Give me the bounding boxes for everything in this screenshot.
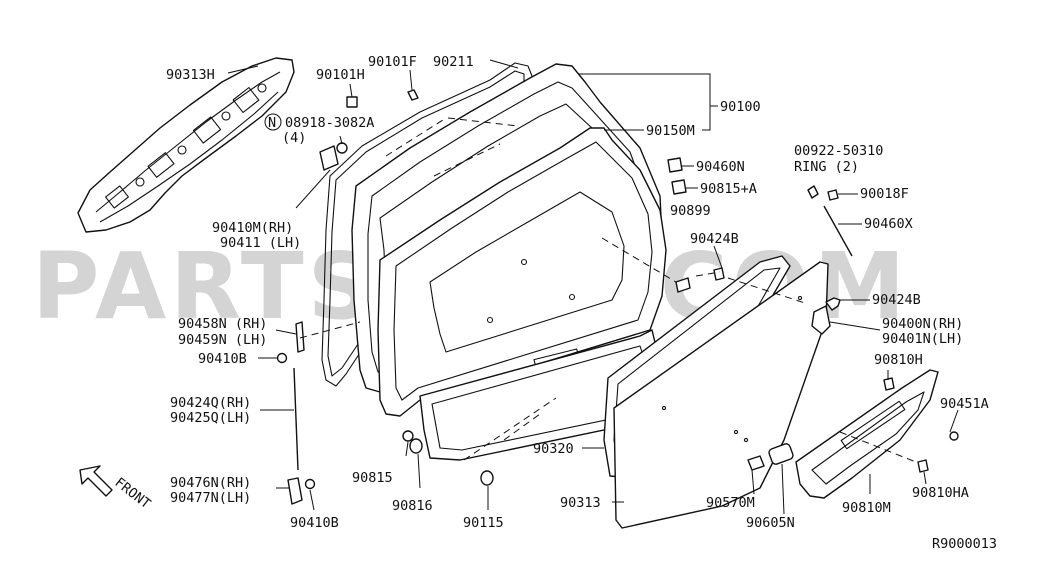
label-90100: 90100 — [720, 99, 761, 115]
bumper-90815-part — [402, 430, 414, 442]
label-90401N: 90401N(LH) — [882, 331, 963, 347]
stay-90424Q-part — [293, 367, 299, 471]
cap-90816-part — [409, 438, 423, 454]
front-label: FRONT — [112, 475, 154, 513]
bumper-90460N-part — [667, 157, 683, 173]
front-arrow-icon — [79, 465, 113, 497]
reference-code: R9000013 — [932, 536, 997, 552]
label-90411: 90411 (LH) — [220, 235, 301, 251]
bumper-90424B-top-part — [713, 267, 725, 281]
label-90211: 90211 — [433, 54, 474, 70]
label-90018F: 90018F — [860, 186, 909, 202]
label-90313H: 90313H — [166, 67, 215, 83]
label-90410B-top: 90410B — [198, 351, 247, 367]
screw-90451A-part — [949, 431, 959, 441]
finisher-plate-part — [795, 369, 939, 499]
label-90313: 90313 — [560, 495, 601, 511]
hinge-90400N-part — [811, 305, 831, 335]
circled-n-icon: N — [264, 113, 282, 131]
label-90815: 90815 — [352, 470, 393, 486]
stay-90460X-part — [823, 205, 853, 257]
ring-00922-part — [807, 185, 819, 199]
label-90410B-bottom: 90410B — [290, 515, 339, 531]
upper-trim-panel-part — [77, 57, 295, 233]
bracket-90476N-part — [287, 477, 303, 505]
label-90810HA: 90810HA — [912, 485, 969, 501]
small-fasteners — [276, 89, 959, 505]
label-90816: 90816 — [392, 498, 433, 514]
label-90101H: 90101H — [316, 67, 365, 83]
hinge-90410M-part — [319, 145, 339, 171]
label-90810M: 90810M — [842, 500, 891, 516]
label-90477N: 90477N(LH) — [170, 490, 251, 506]
lift-window-glass-part — [613, 261, 829, 529]
label-90476N: 90476N(RH) — [170, 475, 251, 491]
lock-90570M-part — [747, 455, 765, 471]
clip-90815A-part — [671, 179, 687, 195]
label-90810H: 90810H — [874, 352, 923, 368]
label-90458N: 90458N (RH) — [178, 316, 267, 332]
label-90899: 90899 — [670, 203, 711, 219]
label-00922-50310: 00922-50310 — [794, 143, 883, 159]
label-90424Q: 90424Q(RH) — [170, 395, 251, 411]
label-90101F: 90101F — [368, 54, 417, 70]
label-90570M: 90570M — [706, 495, 755, 511]
label-90460N: 90460N — [696, 159, 745, 175]
label-ring: RING (2) — [794, 159, 859, 175]
label-90425Q: 90425Q(LH) — [170, 410, 251, 426]
emblem-90605N-part — [768, 443, 794, 465]
clip-90899-part — [675, 277, 691, 293]
bumper-90424B-right-part — [825, 297, 841, 311]
label-90115: 90115 — [463, 515, 504, 531]
clip-90101H-part — [346, 96, 358, 108]
label-90451A: 90451A — [940, 396, 989, 412]
label-90459N: 90459N (LH) — [178, 332, 267, 348]
clip-90810HA-part — [917, 459, 929, 473]
bolt-08918-part — [336, 142, 348, 154]
label-90150M: 90150M — [646, 123, 695, 139]
label-90424B-top: 90424B — [690, 231, 739, 247]
bolt-90410B-top-part — [276, 352, 288, 364]
svg-text:N: N — [268, 115, 276, 131]
assembly-dashed-lines — [299, 117, 917, 463]
clip-90101F-part — [407, 89, 419, 101]
clip-90810H-part — [883, 377, 895, 391]
label-08918-qty: (4) — [282, 130, 306, 146]
label-90605N: 90605N — [746, 515, 795, 531]
plug-90115-part — [480, 470, 494, 486]
label-90815A: 90815+A — [700, 181, 757, 197]
leader-lines — [227, 59, 959, 515]
label-90410M: 90410M(RH) — [212, 220, 293, 236]
part-number-labels: 90313H 90101H 90101F 90211 90100 90150M … — [166, 54, 997, 552]
bolt-90410B-bottom-part — [304, 478, 316, 490]
clip-90018F-part — [827, 189, 839, 201]
bracket-90458N-part — [295, 321, 305, 353]
label-90424B-right: 90424B — [872, 292, 921, 308]
label-90460X: 90460X — [864, 216, 913, 232]
label-90320: 90320 — [533, 441, 574, 457]
label-08918-3082A: 08918-3082A — [285, 115, 374, 131]
label-90400N: 90400N(RH) — [882, 316, 963, 332]
inner-panel-part — [377, 127, 667, 417]
